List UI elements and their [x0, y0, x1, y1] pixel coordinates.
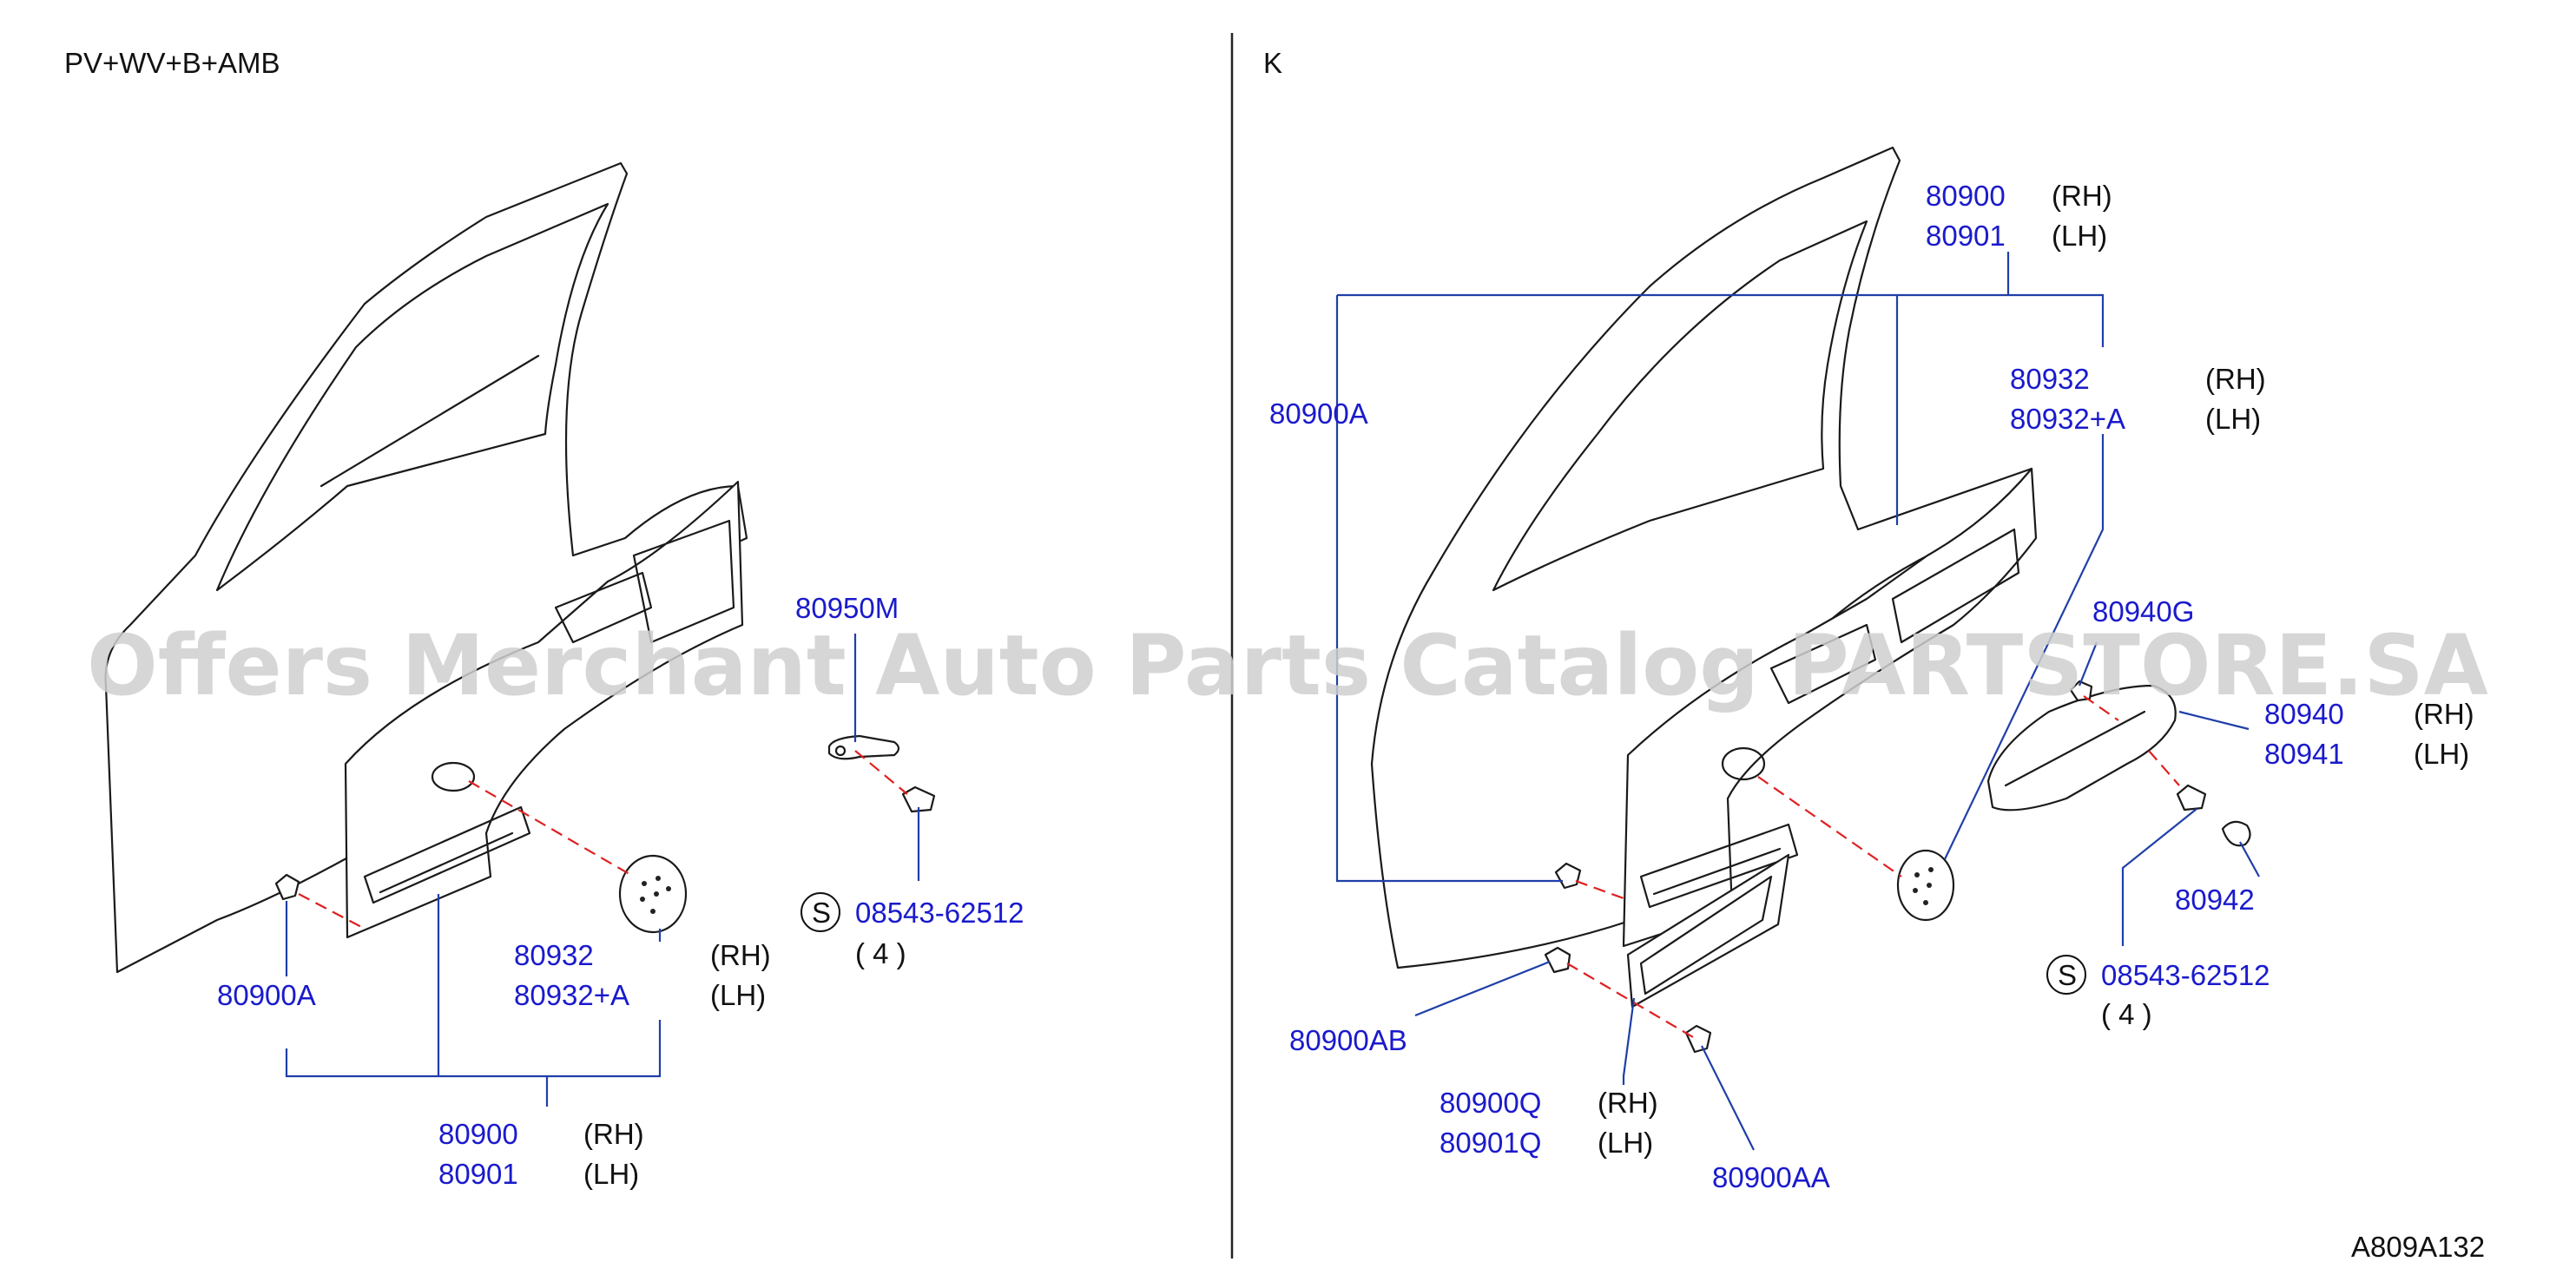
- right-screw: [2176, 784, 2207, 812]
- right-label-80942: 80942: [2175, 884, 2255, 916]
- right-label-pocket-rh-note: (RH): [1598, 1087, 1658, 1119]
- right-clip-80900ab: [1544, 946, 1571, 974]
- right-label-trim-rh-note: (RH): [2052, 180, 2112, 212]
- right-screw-symbol: S: [2058, 959, 2077, 991]
- right-label-80900aa: 80900AA: [1712, 1161, 1830, 1193]
- right-label-trim-lh: 80901: [1926, 220, 2006, 252]
- right-label-cover-rh: 80932: [2010, 363, 2090, 395]
- right-label-screw-part: 08543-62512: [2101, 959, 2270, 991]
- right-label-pocket-lh-note: (LH): [1598, 1127, 1653, 1159]
- right-door-illustration: [1370, 146, 2251, 1054]
- left-speaker-cover: [618, 854, 688, 934]
- right-clip-80900aa: [1684, 1024, 1712, 1054]
- right-speaker-cover: [1896, 849, 1955, 922]
- right-clip-80900a: [1554, 862, 1582, 890]
- left-label-80900a: 80900A: [217, 979, 316, 1011]
- left-panel-variant: PV+WV+B+AMB: [64, 47, 280, 79]
- left-screw-symbol: S: [812, 897, 831, 929]
- right-label-trim-lh-note: (LH): [2052, 220, 2107, 252]
- watermark-text: Offers Merchant Auto Parts Catalog PARTS…: [87, 617, 2488, 714]
- left-clip-80900a: [274, 873, 300, 901]
- left-label-trim-rh: 80900: [438, 1118, 518, 1150]
- right-label-screw-qty: ( 4 ): [2101, 998, 2152, 1030]
- right-label-80900a: 80900A: [1269, 398, 1368, 430]
- left-label-80950m: 80950M: [795, 592, 899, 624]
- left-screw: [901, 785, 936, 813]
- left-label-trim-lh: 80901: [438, 1158, 518, 1190]
- left-label-screw-qty: ( 4 ): [855, 937, 906, 969]
- left-label-rh-note: (RH): [710, 939, 771, 971]
- right-leader-lines: [1335, 252, 2260, 1151]
- left-screw-symbol-circle: [800, 892, 840, 932]
- left-label-screw-part: 08543-62512: [855, 897, 1024, 929]
- right-pull-handle: [1986, 684, 2177, 812]
- right-label-cover-lh-note: (LH): [2205, 403, 2261, 435]
- right-label-pull-lh-note: (LH): [2414, 738, 2469, 770]
- right-label-cover-lh: 80932+A: [2010, 403, 2125, 435]
- right-clip-80940g: [2069, 680, 2093, 702]
- right-label-80900ab: 80900AB: [1289, 1024, 1407, 1056]
- left-label-lh-note: (LH): [710, 979, 766, 1011]
- left-clip-80950m: [827, 734, 900, 760]
- right-cap-80942: [2221, 820, 2251, 847]
- left-label-cover-lh: 80932+A: [514, 979, 629, 1011]
- left-window-frame: [215, 202, 609, 592]
- left-door-illustration: [104, 161, 936, 974]
- left-label-trim-rh-note: (RH): [583, 1118, 644, 1150]
- right-label-pocket-lh: 80901Q: [1440, 1127, 1541, 1159]
- right-door-trim-panel: [1622, 467, 2038, 948]
- right-screw-symbol-circle: [2046, 955, 2086, 995]
- right-label-pull-lh: 80941: [2264, 738, 2344, 770]
- right-label-80940g: 80940G: [2092, 595, 2194, 628]
- right-label-pull-rh-note: (RH): [2414, 698, 2474, 730]
- right-label-pull-rh: 80940: [2264, 698, 2344, 730]
- right-window-frame: [1492, 220, 1868, 592]
- right-label-trim-rh: 80900: [1926, 180, 2006, 212]
- right-panel-variant: K: [1263, 47, 1282, 79]
- left-door-trim-panel: [344, 480, 744, 939]
- left-leader-lines: [285, 634, 920, 1107]
- right-label-pocket-rh: 80900Q: [1440, 1087, 1541, 1119]
- diagram-id: A809A132: [2351, 1231, 2485, 1263]
- left-label-cover-rh: 80932: [514, 939, 594, 971]
- left-label-trim-lh-note: (LH): [583, 1158, 639, 1190]
- right-label-cover-rh-note: (RH): [2205, 363, 2266, 395]
